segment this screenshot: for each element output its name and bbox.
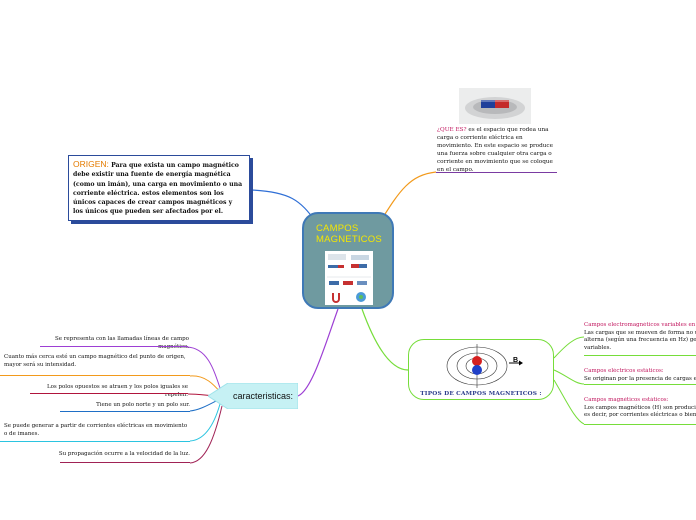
carac-item-1[interactable]: Se representa con las llamadas líneas de… xyxy=(49,336,189,351)
central-title-line1: CAMPOS xyxy=(316,223,390,234)
tipos-item-1[interactable]: Campos electromagnéticos variables en el… xyxy=(584,322,696,352)
tipos-item-3-line1: Los campos magnéticos (H) son producidos… xyxy=(584,405,696,413)
origen-topic[interactable]: ORIGEN: Para que exista un campo magnéti… xyxy=(68,155,250,221)
tipos-item-2-title: Campos eléctricos estáticos: xyxy=(584,368,696,376)
tipos-item-2-underline xyxy=(584,384,696,385)
field-b-label: B xyxy=(513,357,518,364)
caracteristicas-node[interactable]: caracteristicas: xyxy=(208,383,298,409)
caracteristicas-label: caracteristicas: xyxy=(228,391,298,401)
magnetic-dipole-icon xyxy=(439,343,529,389)
tipos-item-3-title: Campos magnéticos estáticos: xyxy=(584,397,696,405)
tipos-item-1-line2: alterna (según una frecuencia en Hz) gen… xyxy=(584,337,696,345)
link-central-tipos xyxy=(362,309,408,370)
bar-magnet-icon xyxy=(459,88,531,124)
tipos-item-2[interactable]: Campos eléctricos estáticos: Se originan… xyxy=(584,368,696,383)
tipos-item-3-underline xyxy=(584,424,696,425)
carac-item-2-underline xyxy=(0,375,190,376)
carac-item-5[interactable]: Se puede generar a partir de corrientes … xyxy=(4,423,190,438)
link-tipos-3 xyxy=(554,380,584,424)
magnet-collage-image xyxy=(325,251,373,305)
link-tipos-1 xyxy=(554,337,584,358)
central-node[interactable]: CAMPOS MAGNETICOS xyxy=(302,212,394,309)
carac-item-6[interactable]: Su propagación ocurre a la velocidad de … xyxy=(50,451,190,459)
magnet-collage-icon xyxy=(325,251,373,305)
tipos-item-1-underline xyxy=(584,355,696,356)
carac-item-4-underline xyxy=(60,411,190,412)
link-central-que xyxy=(380,172,436,222)
que-es-topic[interactable]: ¿QUE ES? es el espacio que rodea una car… xyxy=(437,126,557,174)
link-tipos-2 xyxy=(554,370,584,384)
origen-text: Para que exista un campo magnético debe … xyxy=(73,162,242,215)
link-carac-5 xyxy=(190,404,220,441)
tipos-item-3[interactable]: Campos magnéticos estáticos: Los campos … xyxy=(584,397,696,420)
central-title: CAMPOS MAGNETICOS xyxy=(316,223,390,245)
link-central-carac xyxy=(298,309,338,396)
tipos-label: TIPOS DE CAMPOS MAGNETICOS : xyxy=(409,391,553,397)
carac-item-2[interactable]: Cuanto más cerca esté un campo magnético… xyxy=(4,354,190,369)
carac-item-4[interactable]: Tiene un polo norte y un polo sur. xyxy=(60,402,190,410)
que-es-underline xyxy=(436,172,557,173)
magnet-photo xyxy=(459,88,531,124)
link-carac-6 xyxy=(190,406,222,463)
carac-item-3[interactable]: Los polos opuestos se atraen y los polos… xyxy=(30,384,188,399)
tipos-item-1-line3: variables. xyxy=(584,345,696,353)
origen-label: ORIGEN: xyxy=(73,159,109,169)
tipos-item-3-line2: es decir, por corrientes eléctricas o bi… xyxy=(584,412,696,420)
carac-item-6-underline xyxy=(60,462,190,463)
tipos-node[interactable]: B TIPOS DE CAMPOS MAGNETICOS : xyxy=(408,339,554,400)
tipos-item-1-title: Campos electromagnéticos variables en el… xyxy=(584,322,696,330)
central-title-line2: MAGNETICOS xyxy=(316,234,390,245)
carac-item-1-underline xyxy=(40,346,188,347)
que-es-label: ¿QUE ES? xyxy=(437,127,467,133)
tipos-item-1-line1: Las cargas que se mueven de forma no uni… xyxy=(584,330,696,338)
que-es-text: es el espacio que rodea una carga o corr… xyxy=(437,127,553,173)
carac-item-5-underline xyxy=(0,441,190,442)
tipos-item-2-line1: Se originan por la presencia de cargas e… xyxy=(584,376,696,384)
carac-item-3-underline xyxy=(30,393,188,394)
